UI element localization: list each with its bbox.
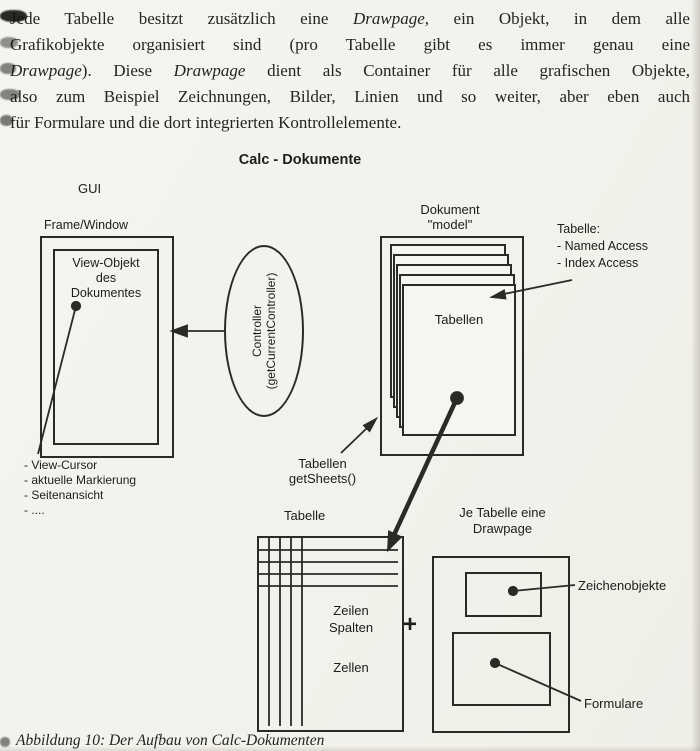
sheet-page-front: Tabellen — [402, 284, 516, 436]
paragraph-line: also zum Beispiel Zeichnungen, Bilder, L… — [10, 87, 690, 106]
gui-label: GUI — [78, 181, 102, 196]
table-access-title: Tabelle: — [557, 222, 601, 236]
controller-label: Controller (getCurrentController) — [250, 272, 278, 390]
controller-ellipse: Controller (getCurrentController) — [224, 245, 304, 417]
formulare-label: Formulare — [584, 696, 644, 711]
scan-artifact — [0, 10, 27, 22]
zeichenobjekte-label: Zeichenobjekte — [578, 578, 667, 593]
view-annotation-item: - .... — [24, 503, 45, 517]
get-sheets-arrow — [340, 427, 368, 454]
scan-artifact — [0, 37, 18, 48]
table-access-item: - Named Access — [557, 239, 649, 253]
table-rows-cols-label: Zeilen Spalten — [328, 603, 374, 635]
tabellen-label: Tabellen — [434, 312, 484, 327]
page-edge-shadow-bottom — [0, 746, 700, 751]
scan-artifact — [0, 115, 13, 126]
figure-caption: Abbildung 10: Der Aufbau von Calc-Dokume… — [16, 732, 325, 749]
paragraph-line: Grafikobjekte organisiert sind (pro Tabe… — [10, 35, 690, 54]
get-sheets-label: Tabellen getSheets() — [288, 456, 357, 486]
view-object-label: View-Objekt des Dokumentes — [70, 256, 142, 300]
drawpage-box — [432, 556, 570, 733]
document-model-label: Dokument "model" — [420, 202, 480, 232]
paragraph-line: Jede Tabelle besitzt zusätzlich eine Dra… — [10, 9, 690, 28]
get-sheets-arrowhead — [362, 416, 379, 433]
controller-to-frame-arrowhead — [169, 324, 188, 338]
table-label: Tabelle — [284, 508, 326, 523]
drawpage-label: Je Tabelle eine Drawpage — [459, 505, 546, 536]
figure-title: Calc - Dokumente — [238, 152, 362, 168]
scan-artifact — [0, 89, 20, 100]
view-annotation-item: - aktuelle Markierung — [24, 473, 137, 487]
scan-artifact — [0, 63, 16, 74]
page-edge-shadow-right — [691, 0, 700, 751]
paragraph-line: Drawpage). Diese Drawpage dient als Cont… — [10, 61, 690, 80]
view-annotation-item: - Seitenansicht — [24, 488, 104, 502]
drawobject-rect — [465, 572, 542, 617]
body-paragraph: Jede Tabelle besitzt zusätzlich eine Dra… — [10, 6, 690, 136]
table-cells-label: Zellen — [333, 660, 369, 675]
form-rect — [452, 632, 551, 706]
table-grid-box — [257, 536, 404, 732]
table-access-label: Tabelle: - Named Access - Index Access — [557, 221, 648, 272]
scan-artifact — [0, 737, 10, 747]
table-access-item: - Index Access — [557, 256, 639, 270]
frame-window-label: Frame/Window — [44, 218, 129, 232]
plus-sign: + — [403, 611, 418, 638]
view-object-box: View-Objekt des Dokumentes — [53, 249, 159, 445]
view-annotation-list: - View-Cursor - aktuelle Markierung - Se… — [24, 458, 136, 518]
paragraph-line: für Formulare und die dort integrierten … — [10, 113, 402, 132]
view-annotation-item: - View-Cursor — [24, 458, 98, 472]
